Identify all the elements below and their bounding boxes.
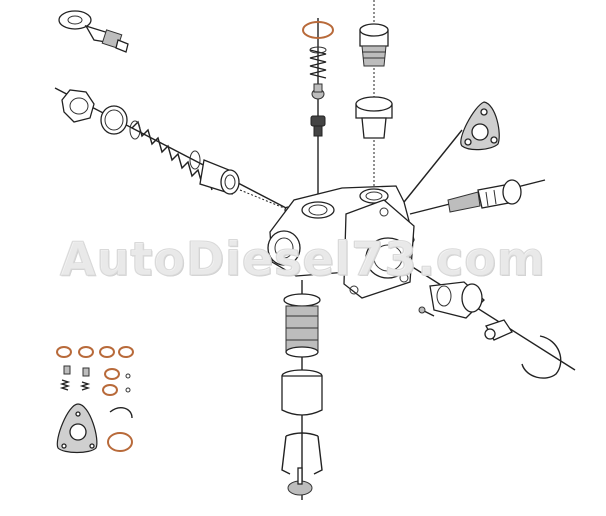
threaded-fitting xyxy=(359,23,389,67)
piston-sleeve xyxy=(199,159,240,195)
gasket-right xyxy=(460,101,500,151)
small-spring xyxy=(309,46,327,79)
pump-body xyxy=(267,185,415,299)
plug xyxy=(355,96,393,139)
small-screw xyxy=(418,306,435,317)
spring xyxy=(129,120,213,191)
hex-cap xyxy=(61,89,95,123)
snap-ring-right xyxy=(521,335,562,379)
bottom-screw xyxy=(287,467,313,496)
axis-line-lower-right xyxy=(391,253,576,371)
banjo-fitting xyxy=(58,10,129,53)
axis-line-left xyxy=(54,87,291,211)
seal-kit xyxy=(56,346,134,454)
axis-line-gasket xyxy=(395,129,463,213)
dark-bolt xyxy=(310,115,326,137)
filter-cylinder xyxy=(283,293,321,358)
o-ring-top xyxy=(302,21,334,39)
lever xyxy=(429,281,485,319)
valve-ball xyxy=(311,83,325,100)
clip-bracket xyxy=(281,432,323,475)
right-piston xyxy=(447,179,522,213)
small-nozzle xyxy=(484,319,513,341)
cup xyxy=(281,369,323,416)
